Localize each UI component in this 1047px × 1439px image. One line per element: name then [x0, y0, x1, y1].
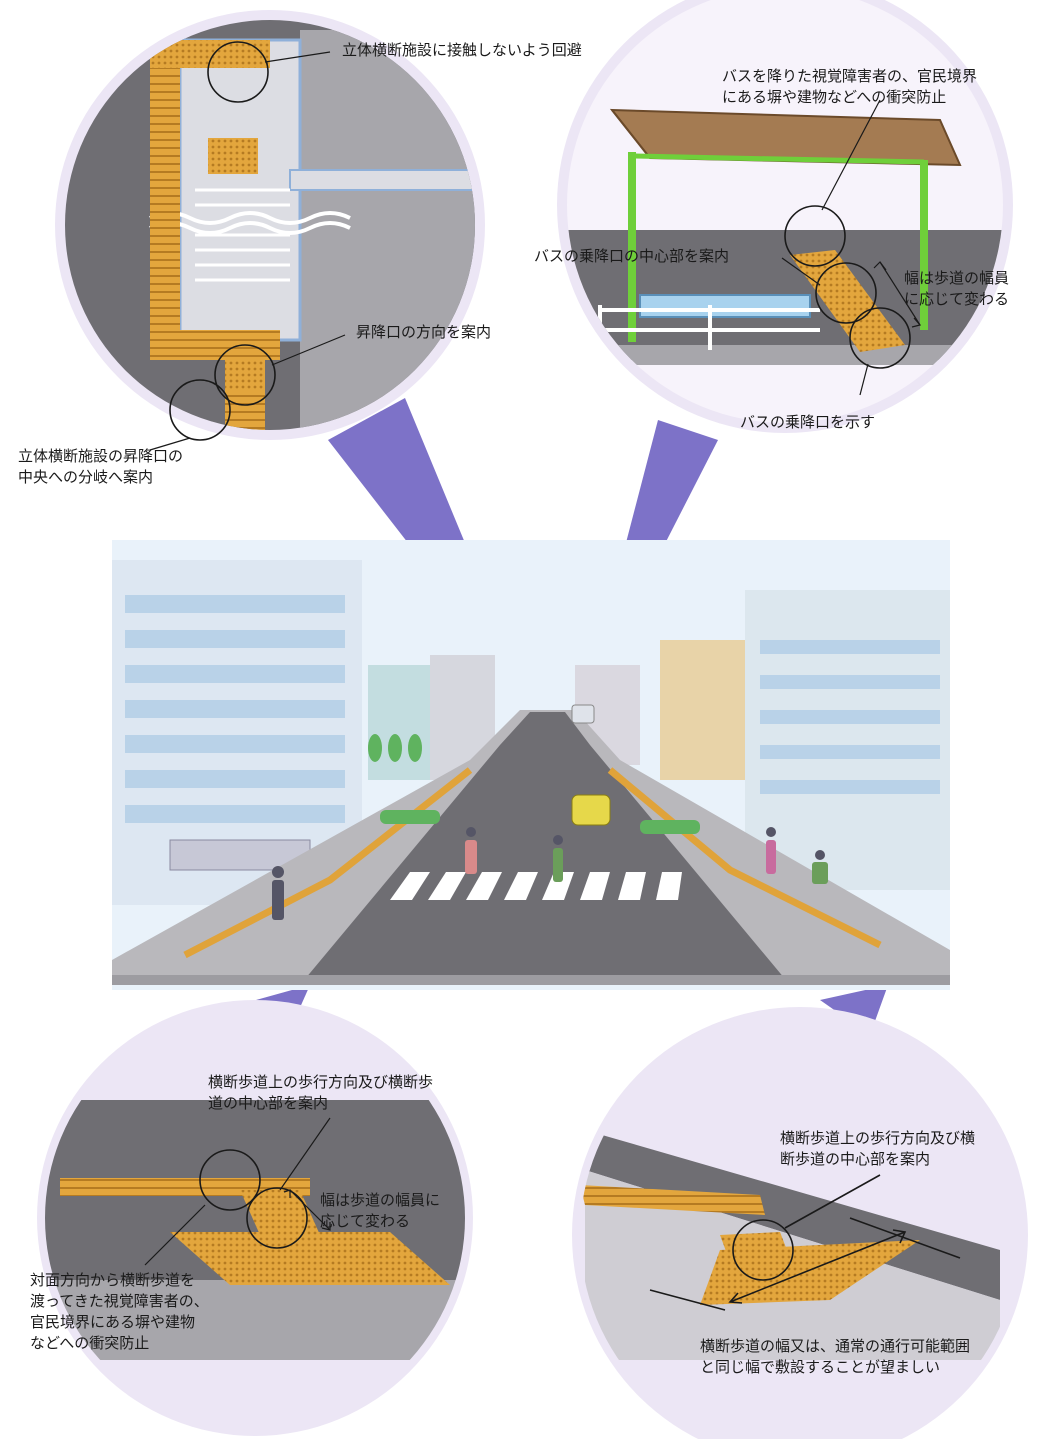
circle-crosswalk-right — [572, 1007, 1028, 1439]
circle-crosswalk-left — [37, 1000, 473, 1436]
callout-crosswalk-direction-right: 横断歩道上の歩行方向及び横 断歩道の中心部を案内 — [780, 1129, 976, 1168]
callout-bus-width: 幅は歩道の幅員 に応じて変わる — [904, 269, 1010, 308]
callout-stair-direction: 昇降口の方向を案内 — [356, 323, 492, 341]
callout-bus-door-center: バスの乗降口の中心部を案内 — [534, 247, 730, 265]
callout-bus-collision: バスを降りた視覚障害者の、官民境界 にある塀や建物などへの衝突防止 — [722, 67, 978, 106]
callout-stair-branch: 立体横断施設の昇降口の 中央への分岐へ案内 — [18, 447, 184, 486]
callout-crosswalk-collision: 対面方向から横断歩道を 渡ってきた視覚障害者の、 官民境界にある塀や建物 などへ… — [30, 1271, 209, 1352]
callout-bus-door: バスの乗降口を示す — [740, 413, 876, 431]
callout-crosswalk-direction-left: 横断歩道上の歩行方向及び横断歩 道の中心部を案内 — [208, 1073, 434, 1112]
callout-avoid-overpass: 立体横断施設に接触しないよう回避 — [342, 41, 582, 59]
circle-bus-stop — [557, 0, 1013, 433]
circle-overpass-stairs — [55, 10, 485, 451]
street-scene — [112, 540, 950, 990]
callout-crosswalk-width-right: 横断歩道の幅又は、通常の通行可能範囲 と同じ幅で敷設することが望ましい — [700, 1337, 971, 1376]
callout-crosswalk-width-left: 幅は歩道の幅員に 応じて変わる — [320, 1191, 441, 1230]
